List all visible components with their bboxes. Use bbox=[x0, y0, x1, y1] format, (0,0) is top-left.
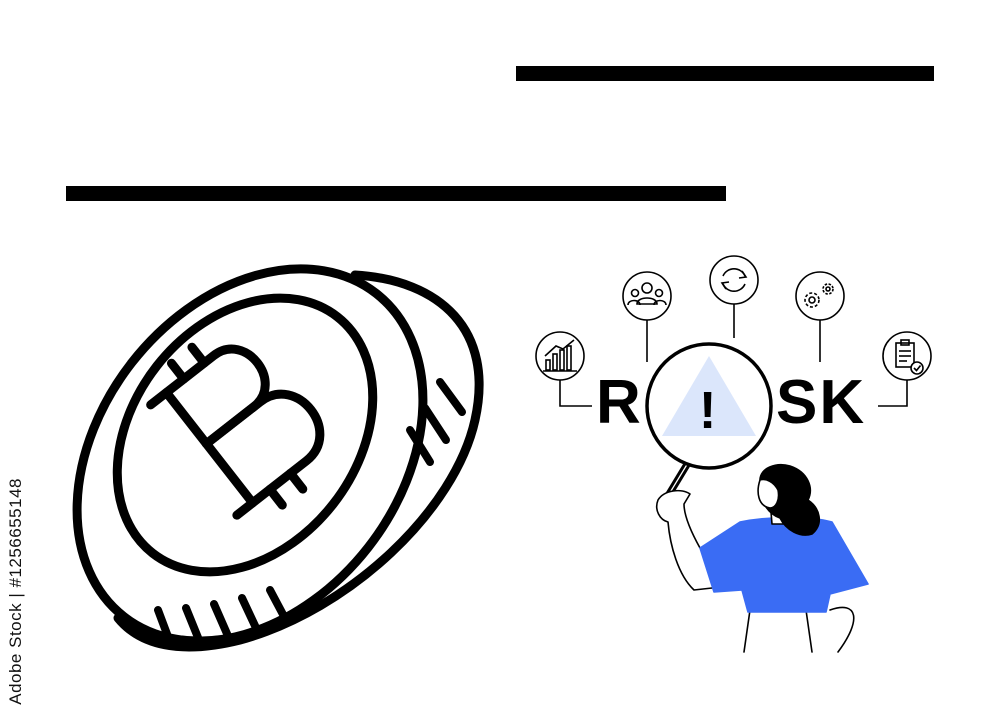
risk-letters-sk: SK bbox=[776, 368, 866, 437]
coin-ridges bbox=[154, 378, 466, 646]
person-figure bbox=[655, 464, 869, 653]
magnifying-glass-icon: ! bbox=[645, 342, 773, 501]
gears-icon bbox=[795, 271, 845, 321]
checklist-icon bbox=[882, 331, 932, 381]
icon-connectors bbox=[559, 304, 908, 407]
bitcoin-coin-icon bbox=[72, 264, 484, 652]
headline-placeholder-bar bbox=[516, 66, 934, 81]
coin-face-outer bbox=[72, 264, 428, 646]
warning-triangle-icon bbox=[662, 356, 756, 436]
coin-face-inner bbox=[112, 293, 378, 577]
bitcoin-symbol-icon bbox=[146, 342, 325, 520]
subheadline-placeholder-bar bbox=[66, 186, 726, 201]
team-icon bbox=[622, 271, 672, 321]
person-shirt bbox=[699, 516, 869, 613]
alert-exclamation: ! bbox=[699, 382, 716, 440]
refresh-icon bbox=[709, 255, 759, 305]
risk-letter-r: R bbox=[596, 368, 641, 437]
bar-chart-icon bbox=[535, 331, 585, 381]
person-face bbox=[757, 478, 780, 509]
coin-edge bbox=[113, 270, 484, 652]
